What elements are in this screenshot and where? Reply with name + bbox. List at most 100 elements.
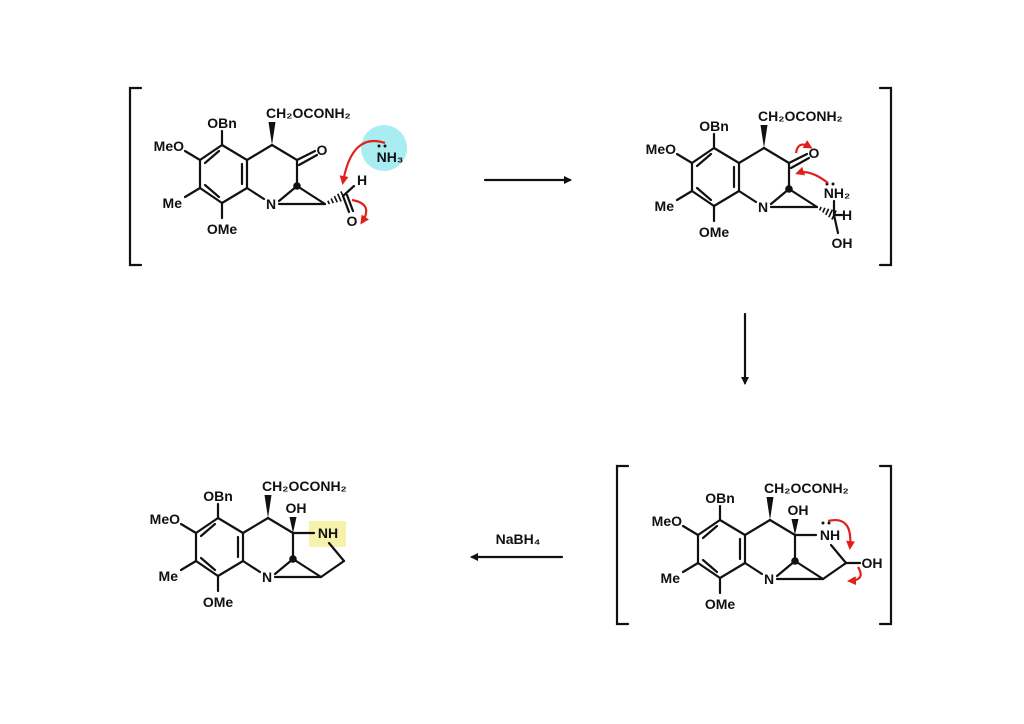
arrow-nucleophilic-attack — [339, 140, 386, 185]
label-n: N — [266, 196, 276, 212]
benzene-bond — [690, 189, 716, 208]
label-ome: OMe — [699, 224, 730, 240]
benzene-bond — [712, 189, 741, 208]
label-oh-top: OH — [286, 500, 307, 516]
reagent-label: NaBH₄ — [496, 531, 541, 547]
ring-bond — [245, 186, 266, 201]
arrow-nh-lone-pair — [827, 518, 856, 550]
label-n: N — [262, 569, 272, 585]
label-meo: MeO — [150, 511, 180, 527]
hash-line — [828, 209, 834, 218]
benzene-bond — [690, 146, 716, 165]
benzene-bond — [696, 518, 722, 537]
aromatic-inner-bond — [199, 522, 217, 538]
bond-meo — [675, 152, 694, 165]
label-n: N — [758, 199, 768, 215]
lone-pair-dot — [377, 144, 381, 148]
label-obn: OBn — [699, 118, 729, 134]
nucleophile-highlight — [361, 125, 407, 171]
label-oh-top: OH — [788, 502, 809, 518]
wedge-bond-side-chain — [268, 122, 276, 145]
label-me: Me — [655, 198, 675, 214]
benzene-bond — [220, 186, 249, 205]
aziridine-bond — [787, 187, 819, 209]
ring-bond — [270, 143, 299, 162]
ring-bond — [743, 518, 772, 537]
label-ome: OMe — [203, 594, 234, 610]
hashed-bond-aldehyde — [327, 191, 346, 205]
benzene-bond — [194, 559, 220, 578]
label-oh: OH — [832, 235, 853, 251]
label-side-chain: CH₂OCONH₂ — [758, 108, 843, 124]
ketone-bond — [787, 152, 809, 165]
aziridine-bond — [769, 187, 791, 206]
ring-bond — [737, 189, 758, 204]
wedge-bond-oh — [791, 519, 799, 535]
benzene-bond — [198, 186, 224, 205]
bracket-right-top — [878, 86, 893, 267]
aziridine-bond — [295, 184, 327, 206]
ring-bond — [241, 559, 262, 574]
label-me: Me — [163, 195, 183, 211]
arrow-amine-to-carbonyl — [795, 166, 829, 184]
hash-line — [825, 208, 830, 216]
aziridine-bond — [291, 557, 323, 579]
label-amine: NH₂ — [824, 185, 850, 201]
label-aldehyde-h: H — [357, 172, 367, 188]
bond-meo — [179, 522, 198, 535]
label-ketone-o: O — [809, 145, 820, 161]
stereocenter-dot — [785, 185, 793, 193]
ring-bond — [821, 561, 848, 581]
lone-pair-dot — [821, 521, 825, 525]
wedge-bond-side-chain — [264, 495, 272, 518]
bond-aldehyde-o — [341, 194, 351, 214]
hash-line — [818, 206, 822, 211]
label-me: Me — [661, 570, 681, 586]
bond-meo — [681, 524, 700, 537]
label-nucleophile: NH₃ — [377, 149, 404, 165]
aziridine-bond — [793, 559, 825, 581]
bond-me — [179, 559, 198, 572]
aromatic-inner-bond — [203, 149, 221, 165]
lone-pair-dot — [383, 144, 387, 148]
label-h: H — [842, 207, 852, 223]
label-side-chain: CH₂OCONH₂ — [266, 105, 351, 121]
label-obn: OBn — [203, 488, 233, 504]
benzene-bond — [718, 561, 747, 580]
label-meo: MeO — [154, 138, 184, 154]
benzene-bond — [194, 516, 220, 535]
label-ketone-o: O — [317, 142, 328, 158]
wedge-bond-side-chain — [766, 497, 774, 520]
label-me: Me — [159, 568, 179, 584]
bond-aldehyde-h — [341, 184, 356, 198]
bracket-left-top — [128, 86, 143, 267]
ring-bond — [743, 561, 764, 576]
stereocenter-dot — [791, 557, 799, 565]
wedge-bond-side-chain — [760, 125, 768, 148]
ring-bond — [768, 518, 797, 537]
hash-line — [327, 200, 331, 205]
ring-bond — [319, 559, 346, 579]
arrow-hydroxide-leaving — [847, 566, 862, 586]
lone-pair-dot — [831, 182, 835, 186]
bond-me — [183, 186, 202, 199]
label-obn: OBn — [705, 490, 735, 506]
aziridine-bond — [277, 184, 299, 203]
bracket-right-bottom — [878, 464, 893, 626]
label-side-chain: CH₂OCONH₂ — [764, 480, 849, 496]
hash-line — [821, 207, 826, 213]
aromatic-inner-bond — [199, 556, 217, 572]
bond-meo — [183, 149, 202, 162]
hash-line — [336, 193, 342, 202]
aziridine-bond — [775, 559, 797, 578]
benzene-bond — [198, 143, 224, 162]
ring-bond — [737, 146, 766, 165]
benzene-bond — [712, 146, 741, 165]
arrow-carbonyl-electrons — [351, 198, 370, 225]
hash-line — [330, 198, 334, 204]
label-meo: MeO — [646, 141, 676, 157]
